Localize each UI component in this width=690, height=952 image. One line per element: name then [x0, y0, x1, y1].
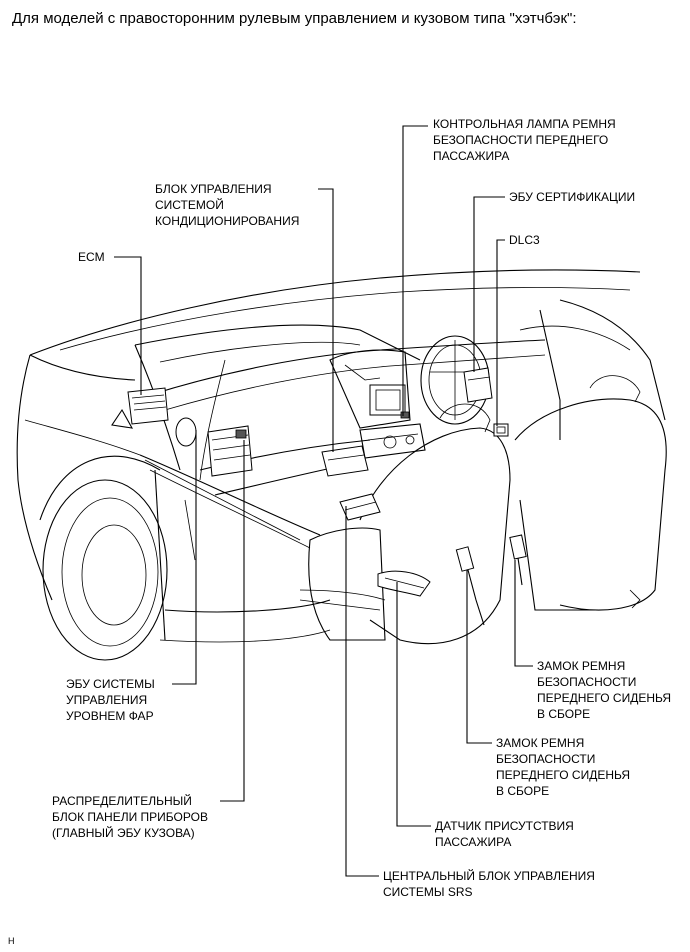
- figure-code: H: [8, 936, 15, 946]
- leader-certification-ecu: [473, 196, 505, 372]
- leader-occupant-sensor: [396, 582, 431, 827]
- label-front-seat-buckle-outer: ЗАМОК РЕМНЯ БЕЗОПАСНОСТИ ПЕРЕДНЕГО СИДЕН…: [537, 659, 672, 721]
- leader-front-seat-buckle-outer: [514, 560, 533, 667]
- label-ip-junction-block: РАСПРЕДЕЛИТЕЛЬНЫЙ БЛОК ПАНЕЛИ ПРИБОРОВ (…: [52, 794, 208, 840]
- label-front-seat-buckle-inner: ЗАМОК РЕМНЯ БЕЗОПАСНОСТИ ПЕРЕДНЕГО СИДЕН…: [496, 736, 631, 798]
- leader-headlight-leveling-ecu: [172, 430, 197, 685]
- label-passenger-belt-lamp: КОНТРОЛЬНАЯ ЛАМПА РЕМНЯ БЕЗОПАСНОСТИ ПЕР…: [433, 117, 616, 163]
- label-dlc3: DLC3: [509, 233, 540, 247]
- steering-wheel: [420, 335, 490, 425]
- label-certification-ecu: ЭБУ СЕРТИФИКАЦИИ: [509, 190, 636, 204]
- ac-control-unit-component: [321, 445, 369, 477]
- dlc3-component: [493, 423, 509, 437]
- leader-ecm: [114, 256, 142, 395]
- seat-belt-buckle-outer-component: [509, 534, 527, 586]
- label-srs-center-unit: ЦЕНТРАЛЬНЫЙ БЛОК УПРАВЛЕНИЯ СИСТЕМЫ SRS: [383, 869, 595, 899]
- center-console: [329, 349, 426, 459]
- ecm-component: [111, 387, 197, 447]
- occupant-sensor-component: [377, 570, 431, 597]
- label-headlight-leveling-ecu: ЭБУ СИСТЕМЫ УПРАВЛЕНИЯ УРОВНЕМ ФАР: [66, 677, 155, 723]
- certification-ecu-component: [463, 367, 493, 403]
- leader-lines: [114, 125, 533, 877]
- srs-center-unit-component: [339, 493, 381, 521]
- leader-ip-junction-block: [220, 440, 245, 802]
- car-body-outline: [16, 269, 666, 661]
- leader-passenger-belt-lamp: [402, 125, 428, 416]
- label-ecm: ECM: [78, 250, 105, 264]
- front-seats: [299, 375, 667, 645]
- leader-ac-control-unit: [318, 188, 334, 452]
- passenger-belt-lamp-component: [400, 411, 410, 419]
- label-ac-control-unit: БЛОК УПРАВЛЕНИЯ СИСТЕМОЙ КОНДИЦИОНИРОВАН…: [155, 182, 300, 228]
- seat-belt-buckle-inner-component: [455, 546, 485, 626]
- leader-front-seat-buckle-inner: [466, 570, 492, 744]
- leader-srs-center-unit: [345, 506, 379, 877]
- page-heading: Для моделей с правосторонним рулевым упр…: [12, 10, 577, 27]
- leader-dlc3: [496, 239, 505, 426]
- ip-junction-block-component: [207, 425, 253, 477]
- label-occupant-sensor: ДАТЧИК ПРИСУТСТВИЯ ПАССАЖИРА: [435, 819, 574, 849]
